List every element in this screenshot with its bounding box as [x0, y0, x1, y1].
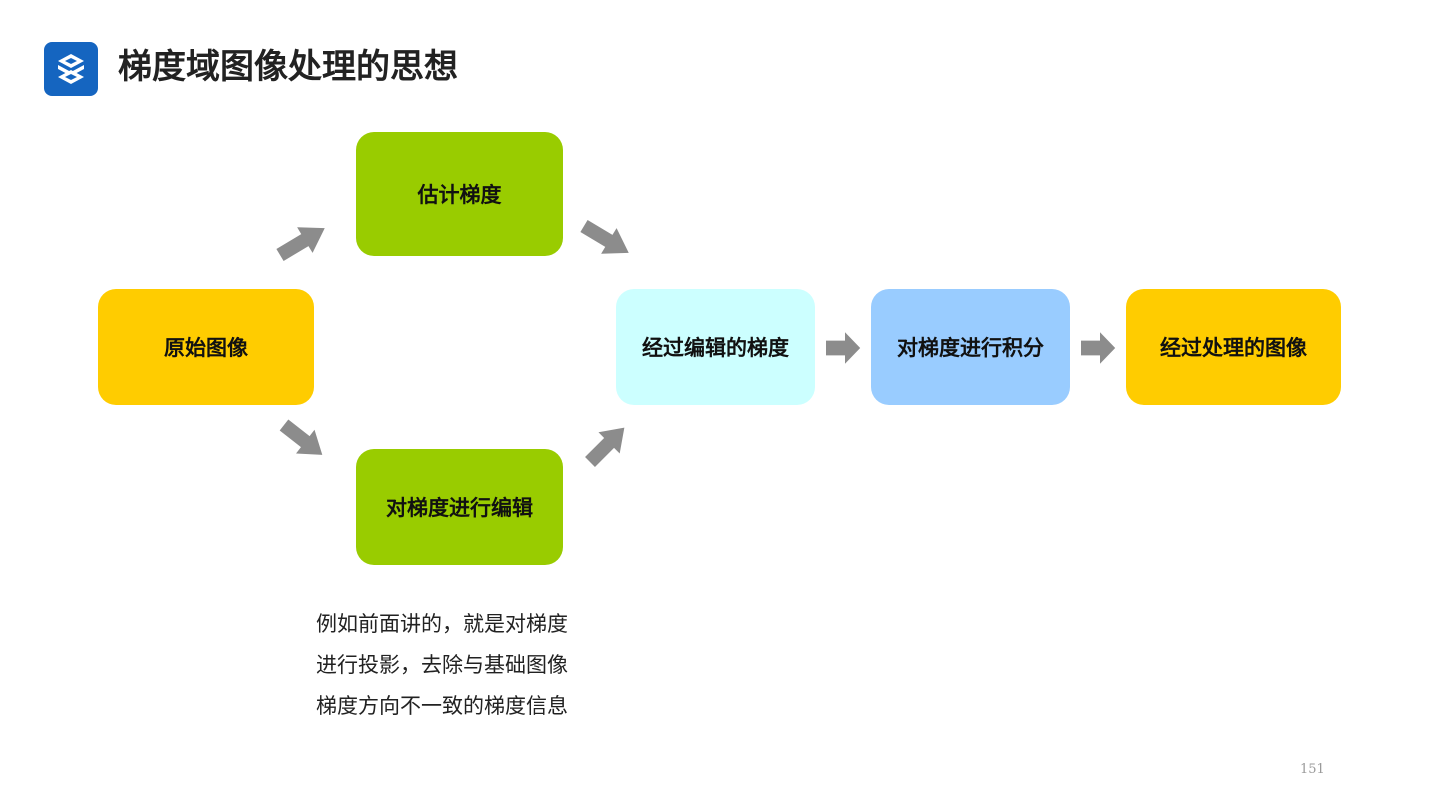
caption-line: 梯度方向不一致的梯度信息 [316, 694, 568, 718]
node-estimate-gradient: 估计梯度 [356, 132, 563, 256]
node-original-image: 原始图像 [98, 289, 314, 405]
node-label: 对梯度进行编辑 [386, 496, 533, 520]
logo-icon [44, 42, 98, 96]
arrow-edit-to-edited-icon [579, 417, 635, 473]
caption-text: 例如前面讲的，就是对梯度 进行投影，去除与基础图像 梯度方向不一致的梯度信息 [316, 604, 616, 727]
node-integrate-gradient: 对梯度进行积分 [871, 289, 1070, 405]
page-number: 151 [1300, 762, 1325, 777]
arrow-integrate-to-result-icon [1081, 332, 1116, 364]
caption-line: 例如前面讲的，就是对梯度 [316, 612, 568, 636]
node-label: 经过处理的图像 [1160, 336, 1307, 360]
page-title: 梯度域图像处理的思想 [118, 47, 458, 87]
node-edit-gradient: 对梯度进行编辑 [356, 449, 563, 565]
node-processed-image: 经过处理的图像 [1126, 289, 1341, 405]
caption-line: 进行投影，去除与基础图像 [316, 653, 568, 677]
node-label: 经过编辑的梯度 [642, 336, 789, 360]
node-label: 原始图像 [164, 336, 248, 360]
arrow-estimate-to-edited-icon [576, 213, 637, 266]
arrow-edited-to-integrate-icon [826, 332, 861, 364]
node-label: 对梯度进行积分 [897, 336, 1044, 360]
node-edited-gradient: 经过编辑的梯度 [616, 289, 815, 405]
arrow-original-to-edit-icon [274, 413, 332, 467]
node-label: 估计梯度 [417, 183, 502, 207]
arrow-original-to-estimate-icon [272, 215, 333, 268]
stacked-s-logo-icon [58, 54, 84, 84]
